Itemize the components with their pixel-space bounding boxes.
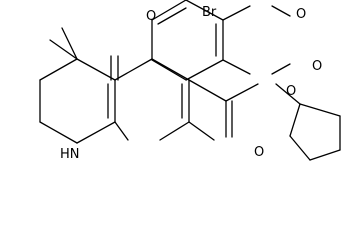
bromine-label: Br [202, 5, 217, 20]
bond-8 [49, 39, 78, 60]
bond-19 [188, 79, 227, 102]
bond-18 [188, 121, 215, 141]
bond-25 [289, 135, 311, 161]
bond-24 [289, 103, 301, 137]
bond-12 [114, 58, 153, 81]
carbonyl-oxygen-label: O [254, 145, 264, 160]
bond-17 [114, 121, 129, 141]
bond-lines [39, 0, 341, 161]
bond-39 [271, 5, 291, 17]
bond-26 [309, 149, 341, 161]
methoxy-oxygen-2-label: O [312, 59, 322, 74]
bond-22 [225, 83, 259, 102]
ester-oxygen-label: O [286, 84, 296, 99]
bond-38 [222, 5, 251, 21]
structure-canvas: Br O O O O O HN [39, 0, 341, 162]
bond-40 [222, 59, 251, 75]
bond-16 [159, 121, 190, 141]
bond-23 [275, 83, 301, 105]
bond-2 [39, 58, 78, 81]
bond-3 [76, 58, 116, 81]
bond-31 [185, 0, 224, 21]
molecule-diagram: Br O O O O O HN [39, 0, 341, 162]
bond-41 [271, 63, 291, 75]
bond-9 [61, 27, 78, 60]
ketone-oxygen-label: O [146, 9, 156, 24]
bond-33 [185, 59, 224, 81]
bond-13 [151, 58, 190, 81]
bond-6 [76, 121, 116, 144]
bond-7 [39, 121, 78, 144]
bond-34 [151, 59, 187, 81]
methoxy-oxygen-1-label: O [296, 7, 306, 22]
bond-30 [151, 0, 187, 21]
bond-28 [299, 103, 341, 117]
bond-35 [157, 7, 187, 25]
amine-label: HN [60, 147, 80, 162]
